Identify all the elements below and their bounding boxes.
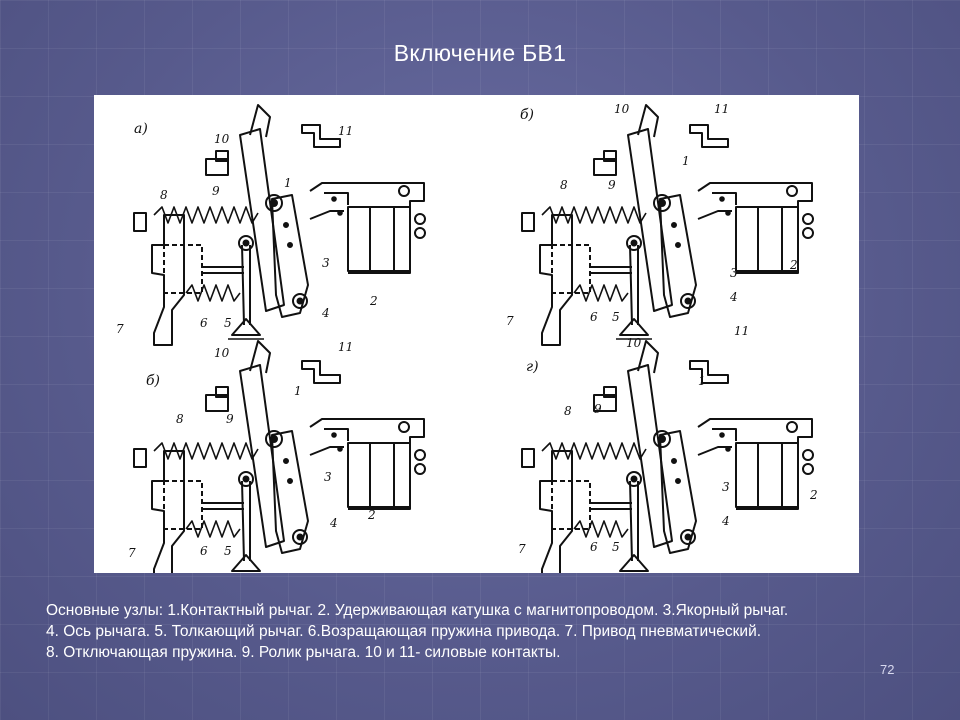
callout-5: 5: [224, 544, 232, 558]
callout-4: 4: [721, 514, 730, 528]
callout-10: 10: [626, 336, 642, 350]
callout-9: 9: [608, 178, 616, 192]
callout-11: 11: [714, 102, 729, 116]
callout-2: 2: [809, 488, 818, 502]
mechanism-diagram: а) 10 11 9 8 1 3 2 6 5 4 7 б) 10 11 9 8 …: [94, 95, 859, 573]
callout-1: 1: [698, 374, 706, 388]
callout-3: 3: [324, 470, 332, 484]
callout-10: 10: [614, 102, 630, 116]
callout-5: 5: [224, 316, 232, 330]
callout-11: 11: [734, 324, 749, 338]
callout-3: 3: [730, 266, 738, 280]
slide-title: Включение БВ1: [393, 40, 567, 66]
callout-6: 6: [200, 544, 208, 558]
callout-11: 11: [338, 340, 353, 354]
callout-4: 4: [729, 290, 738, 304]
panel-label: г): [526, 359, 539, 375]
callout-4: 4: [329, 516, 338, 530]
caption-line-3: 8. Отключающая пружина. 9. Ролик рычага.…: [46, 644, 561, 661]
panel-b-bottom: б) 10 11 9 8 1 3 2 6 5 4 7: [128, 340, 426, 573]
diagram-svg: а) 10 11 9 8 1 3 2 6 5 4 7 б) 10 11 9 8 …: [116, 102, 818, 573]
caption: Основные узлы: 1.Контактный рычаг. 2. Уд…: [46, 600, 926, 663]
callout-8: 8: [560, 178, 568, 192]
callout-8: 8: [176, 412, 184, 426]
panel-label: б): [520, 107, 534, 123]
callout-10: 10: [214, 132, 230, 146]
callout-7: 7: [506, 314, 514, 328]
callout-2: 2: [369, 294, 378, 308]
callout-8: 8: [160, 188, 168, 202]
callout-1: 1: [294, 384, 302, 398]
callout-3: 3: [722, 480, 730, 494]
caption-line-2: 4. Ось рычага. 5. Толкающий рычаг. 6.Воз…: [46, 623, 762, 640]
panel-g: г) 10 11 9 8 1 3 2 6 5 4 7: [518, 324, 818, 573]
callout-5: 5: [612, 310, 620, 324]
callout-10: 10: [214, 346, 230, 360]
callout-7: 7: [128, 546, 136, 560]
callout-9: 9: [212, 184, 220, 198]
callout-6: 6: [590, 310, 598, 324]
callout-4: 4: [321, 306, 330, 320]
page-number: 72: [880, 662, 895, 677]
callout-6: 6: [200, 316, 208, 330]
callout-5: 5: [612, 540, 620, 554]
callout-1: 1: [682, 154, 690, 168]
panel-label: а): [134, 121, 148, 137]
callout-7: 7: [518, 542, 526, 556]
panel-label: б): [146, 373, 160, 389]
callout-9: 9: [226, 412, 234, 426]
callout-2: 2: [789, 258, 798, 272]
caption-line-1: Основные узлы: 1.Контактный рычаг. 2. Уд…: [46, 602, 789, 619]
callout-9: 9: [594, 402, 602, 416]
callout-1: 1: [284, 176, 292, 190]
panel-b-top: б) 10 11 9 8 1 3 2 6 5 4 7: [506, 102, 814, 346]
callout-8: 8: [564, 404, 572, 418]
callout-6: 6: [590, 540, 598, 554]
callout-7: 7: [116, 322, 124, 336]
callout-2: 2: [367, 508, 376, 522]
callout-3: 3: [322, 256, 330, 270]
panel-a: а) 10 11 9 8 1 3 2 6 5 4 7: [116, 104, 426, 346]
callout-11: 11: [338, 124, 353, 138]
